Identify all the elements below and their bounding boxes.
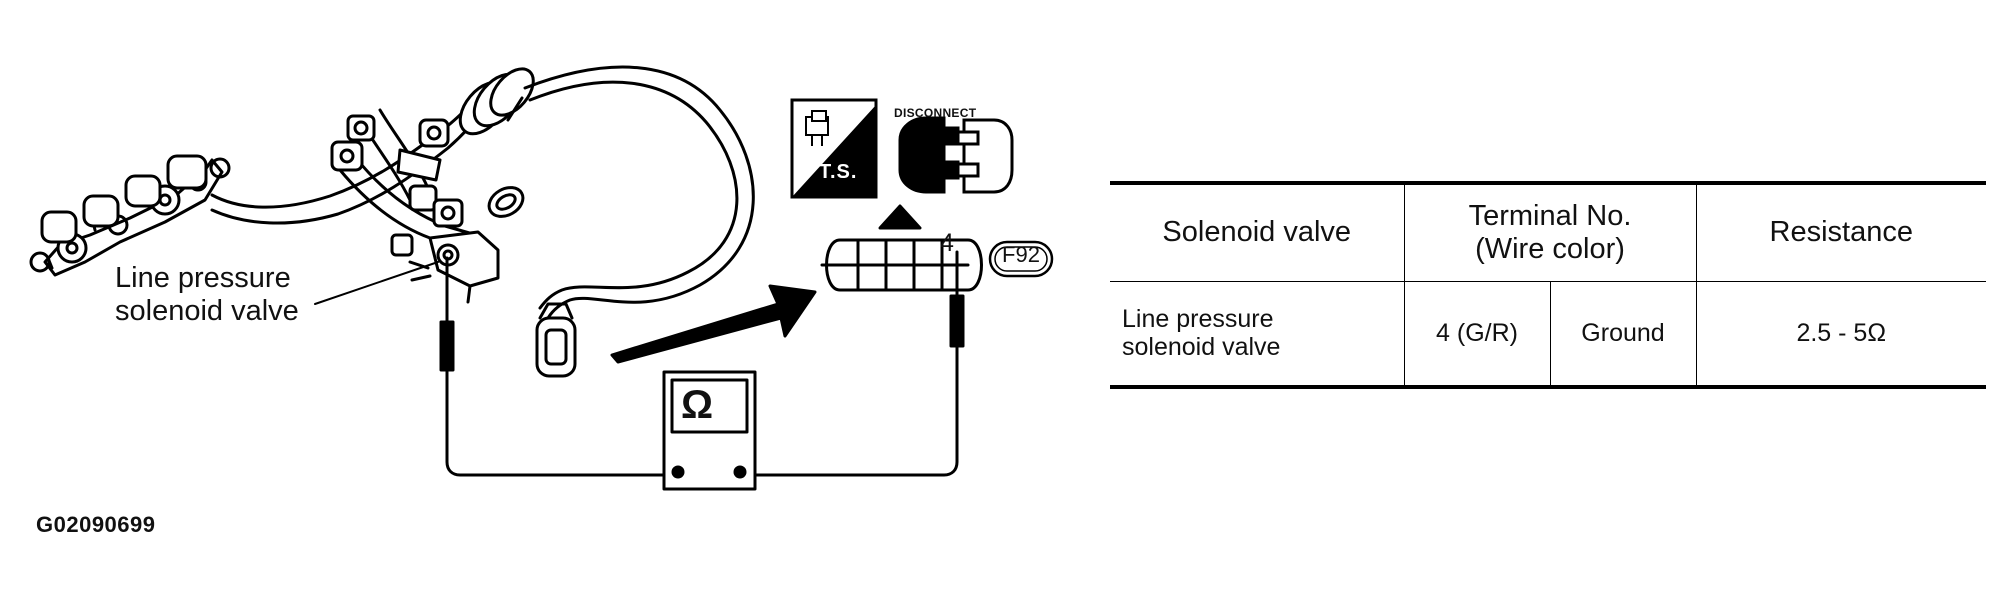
cell-terminal-b: Ground bbox=[1550, 281, 1697, 389]
connector-face-icon bbox=[820, 204, 983, 292]
cell-terminal-a: 4 (G/R) bbox=[1404, 281, 1551, 389]
line-pressure-solenoid-label: Line pressure solenoid valve bbox=[115, 262, 299, 327]
ts-text: T.S. bbox=[819, 161, 858, 183]
o-ring-drawing bbox=[487, 186, 525, 218]
cell-resistance: 2.5 - 5Ω bbox=[1696, 281, 1986, 389]
ts-icon bbox=[790, 98, 878, 199]
arrow-icon bbox=[610, 284, 817, 364]
header-resistance: Resistance bbox=[1696, 181, 1986, 282]
terminal-pin-number: 4 bbox=[940, 229, 954, 257]
valve-body-drawing bbox=[29, 154, 231, 277]
connector-code-capsule bbox=[988, 240, 1054, 278]
harness-connector-drawing bbox=[535, 302, 577, 378]
ohmmeter-icon bbox=[662, 370, 757, 491]
disconnect-text: DISCONNECT bbox=[894, 106, 977, 120]
wiring-harness-drawing bbox=[210, 65, 755, 320]
cell-solenoid: Line pressure solenoid valve bbox=[1110, 281, 1405, 389]
callout-leader bbox=[314, 261, 439, 305]
table-row: Line pressure solenoid valve 4 (G/R) Gro… bbox=[1110, 281, 1986, 389]
header-terminal: Terminal No. (Wire color) bbox=[1404, 181, 1697, 282]
table-header-row: Solenoid valve Terminal No. (Wire color)… bbox=[1110, 181, 1986, 282]
ohm-symbol: Ω bbox=[681, 383, 714, 427]
resistance-spec-table: Solenoid valve Terminal No. (Wire color)… bbox=[1110, 181, 1986, 389]
disconnect-connector-icon bbox=[898, 116, 1014, 194]
connector-code: F92 bbox=[1002, 242, 1040, 267]
header-solenoid: Solenoid valve bbox=[1110, 181, 1405, 282]
figure-code: G02090699 bbox=[36, 512, 156, 537]
